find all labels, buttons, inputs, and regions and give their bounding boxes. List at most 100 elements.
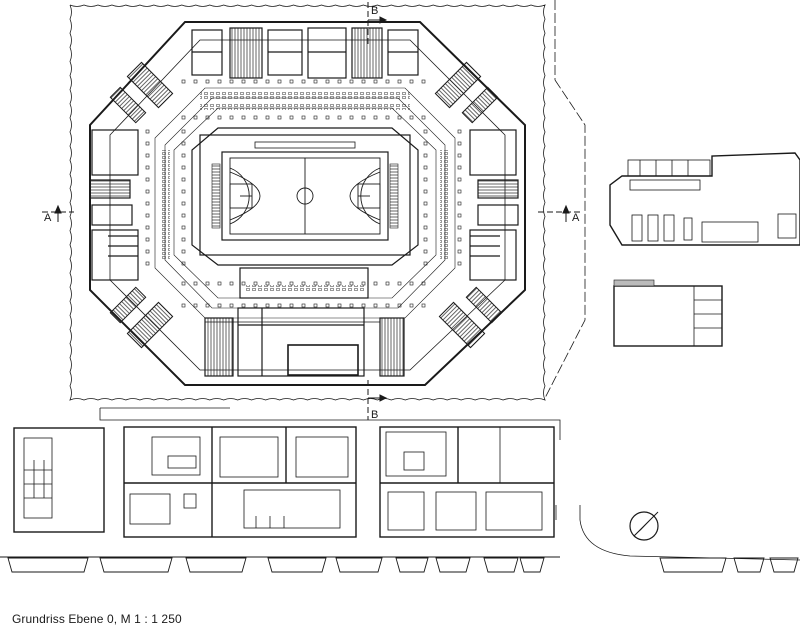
column-mark [145,249,150,254]
column-mark [457,249,462,254]
column-mark [349,79,354,84]
column-mark [301,281,306,286]
column-mark [313,303,318,308]
column-mark [337,303,342,308]
column-mark [253,115,258,120]
column-mark [205,115,210,120]
column-mark [423,177,428,182]
column-mark [277,115,282,120]
column-mark [361,79,366,84]
column-mark [409,115,414,120]
column-mark [423,225,428,230]
column-mark [423,213,428,218]
column-mark [145,177,150,182]
column-mark [457,237,462,242]
column-mark [361,303,366,308]
south-west-building [13,427,105,533]
column-mark [373,281,378,286]
section-marker-a: A A [42,204,582,224]
column-mark [397,79,402,84]
column-mark [301,79,306,84]
column-mark [457,261,462,266]
column-mark [181,225,186,230]
south-service-block [204,307,405,377]
east-building-south [613,279,723,347]
column-mark [337,115,342,120]
column-mark [145,129,150,134]
section-label-a-west: A [44,212,52,224]
column-mark [457,153,462,158]
column-mark [193,115,198,120]
column-mark [313,281,318,286]
column-mark [337,79,342,84]
column-mark [421,303,426,308]
south-main-buildings [123,426,555,538]
north-arrow-icon [629,511,659,541]
column-mark [337,281,342,286]
column-mark [253,303,258,308]
section-arrow-icon [54,204,62,214]
site-edge-segment [733,557,765,573]
column-mark [385,115,390,120]
column-mark [277,79,282,84]
column-mark [373,79,378,84]
column-mark [325,303,330,308]
column-mark [265,303,270,308]
column-mark [253,281,258,286]
column-mark [181,177,186,182]
site-edge-segment [267,557,327,573]
column-mark [229,115,234,120]
column-mark [181,303,186,308]
column-mark [181,189,186,194]
column-mark [265,281,270,286]
column-mark [181,165,186,170]
column-mark [349,281,354,286]
column-mark [313,115,318,120]
site-edge-segment [519,557,545,573]
column-mark [181,213,186,218]
corner-stair-cores [109,61,503,349]
column-mark [181,237,186,242]
column-mark [205,281,210,286]
column-mark [229,281,234,286]
east-site-line [544,0,586,399]
column-mark [423,249,428,254]
column-mark [457,201,462,206]
south-connector [99,407,561,440]
column-mark [409,281,414,286]
column-mark [457,189,462,194]
column-mark [289,281,294,286]
column-mark [457,213,462,218]
column-mark [181,129,186,134]
column-mark [313,79,318,84]
column-mark [241,281,246,286]
column-mark [145,261,150,266]
column-mark [145,141,150,146]
column-mark [457,165,462,170]
site-edge-segment [395,557,429,573]
column-mark [457,141,462,146]
column-mark [301,303,306,308]
column-mark [265,115,270,120]
section-label-a-east: A [572,212,580,224]
column-mark [205,303,210,308]
column-mark [325,281,330,286]
column-mark [217,303,222,308]
drawing-caption: Grundriss Ebene 0, M 1 : 1 250 [12,612,182,626]
column-mark [457,129,462,134]
side-rooms [89,129,519,281]
column-mark [423,237,428,242]
site-edge-segment [335,557,383,573]
inner-court-wall [191,127,419,266]
column-mark [325,79,330,84]
section-arrow-icon [562,204,570,214]
column-mark [423,201,428,206]
column-mark [241,79,246,84]
column-mark [217,115,222,120]
site-edge-segment [435,557,471,573]
column-mark [193,303,198,308]
column-mark [349,115,354,120]
column-mark [361,115,366,120]
site-edge-segment [769,557,799,573]
column-mark [145,189,150,194]
